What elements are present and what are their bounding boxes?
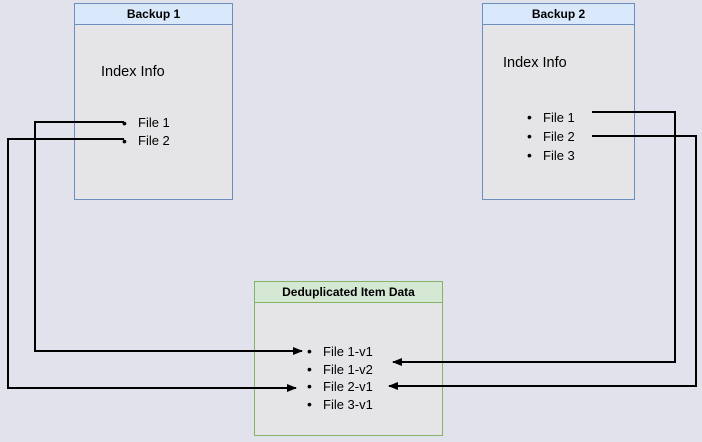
backup2-title: Backup 2 — [483, 4, 634, 25]
backup1-index-info-label: Index Info — [101, 64, 165, 80]
dedup-title: Deduplicated Item Data — [255, 282, 442, 303]
backup2-index-info-label: Index Info — [503, 55, 567, 71]
dedup-item-list: File 1-v1 File 1-v2 File 2-v1 File 3-v1 — [306, 343, 373, 413]
backup1-title: Backup 1 — [75, 4, 232, 25]
dedup-box: Deduplicated Item Data File 1-v1 File 1-… — [254, 281, 443, 436]
list-item: File 3-v1 — [306, 396, 373, 414]
list-item: File 2-v1 — [306, 378, 373, 396]
list-item: File 2 — [121, 132, 170, 150]
list-item: File 1-v2 — [306, 361, 373, 379]
list-item: File 1-v1 — [306, 343, 373, 361]
list-item: File 2 — [526, 127, 575, 146]
backup1-file-list: File 1 File 2 — [121, 114, 170, 150]
list-item: File 3 — [526, 146, 575, 165]
backup2-file-list: File 1 File 2 File 3 — [526, 108, 575, 165]
list-item: File 1 — [526, 108, 575, 127]
backup2-box: Backup 2 Index Info File 1 File 2 File 3 — [482, 3, 635, 200]
list-item: File 1 — [121, 114, 170, 132]
backup1-box: Backup 1 Index Info File 1 File 2 — [74, 3, 233, 200]
